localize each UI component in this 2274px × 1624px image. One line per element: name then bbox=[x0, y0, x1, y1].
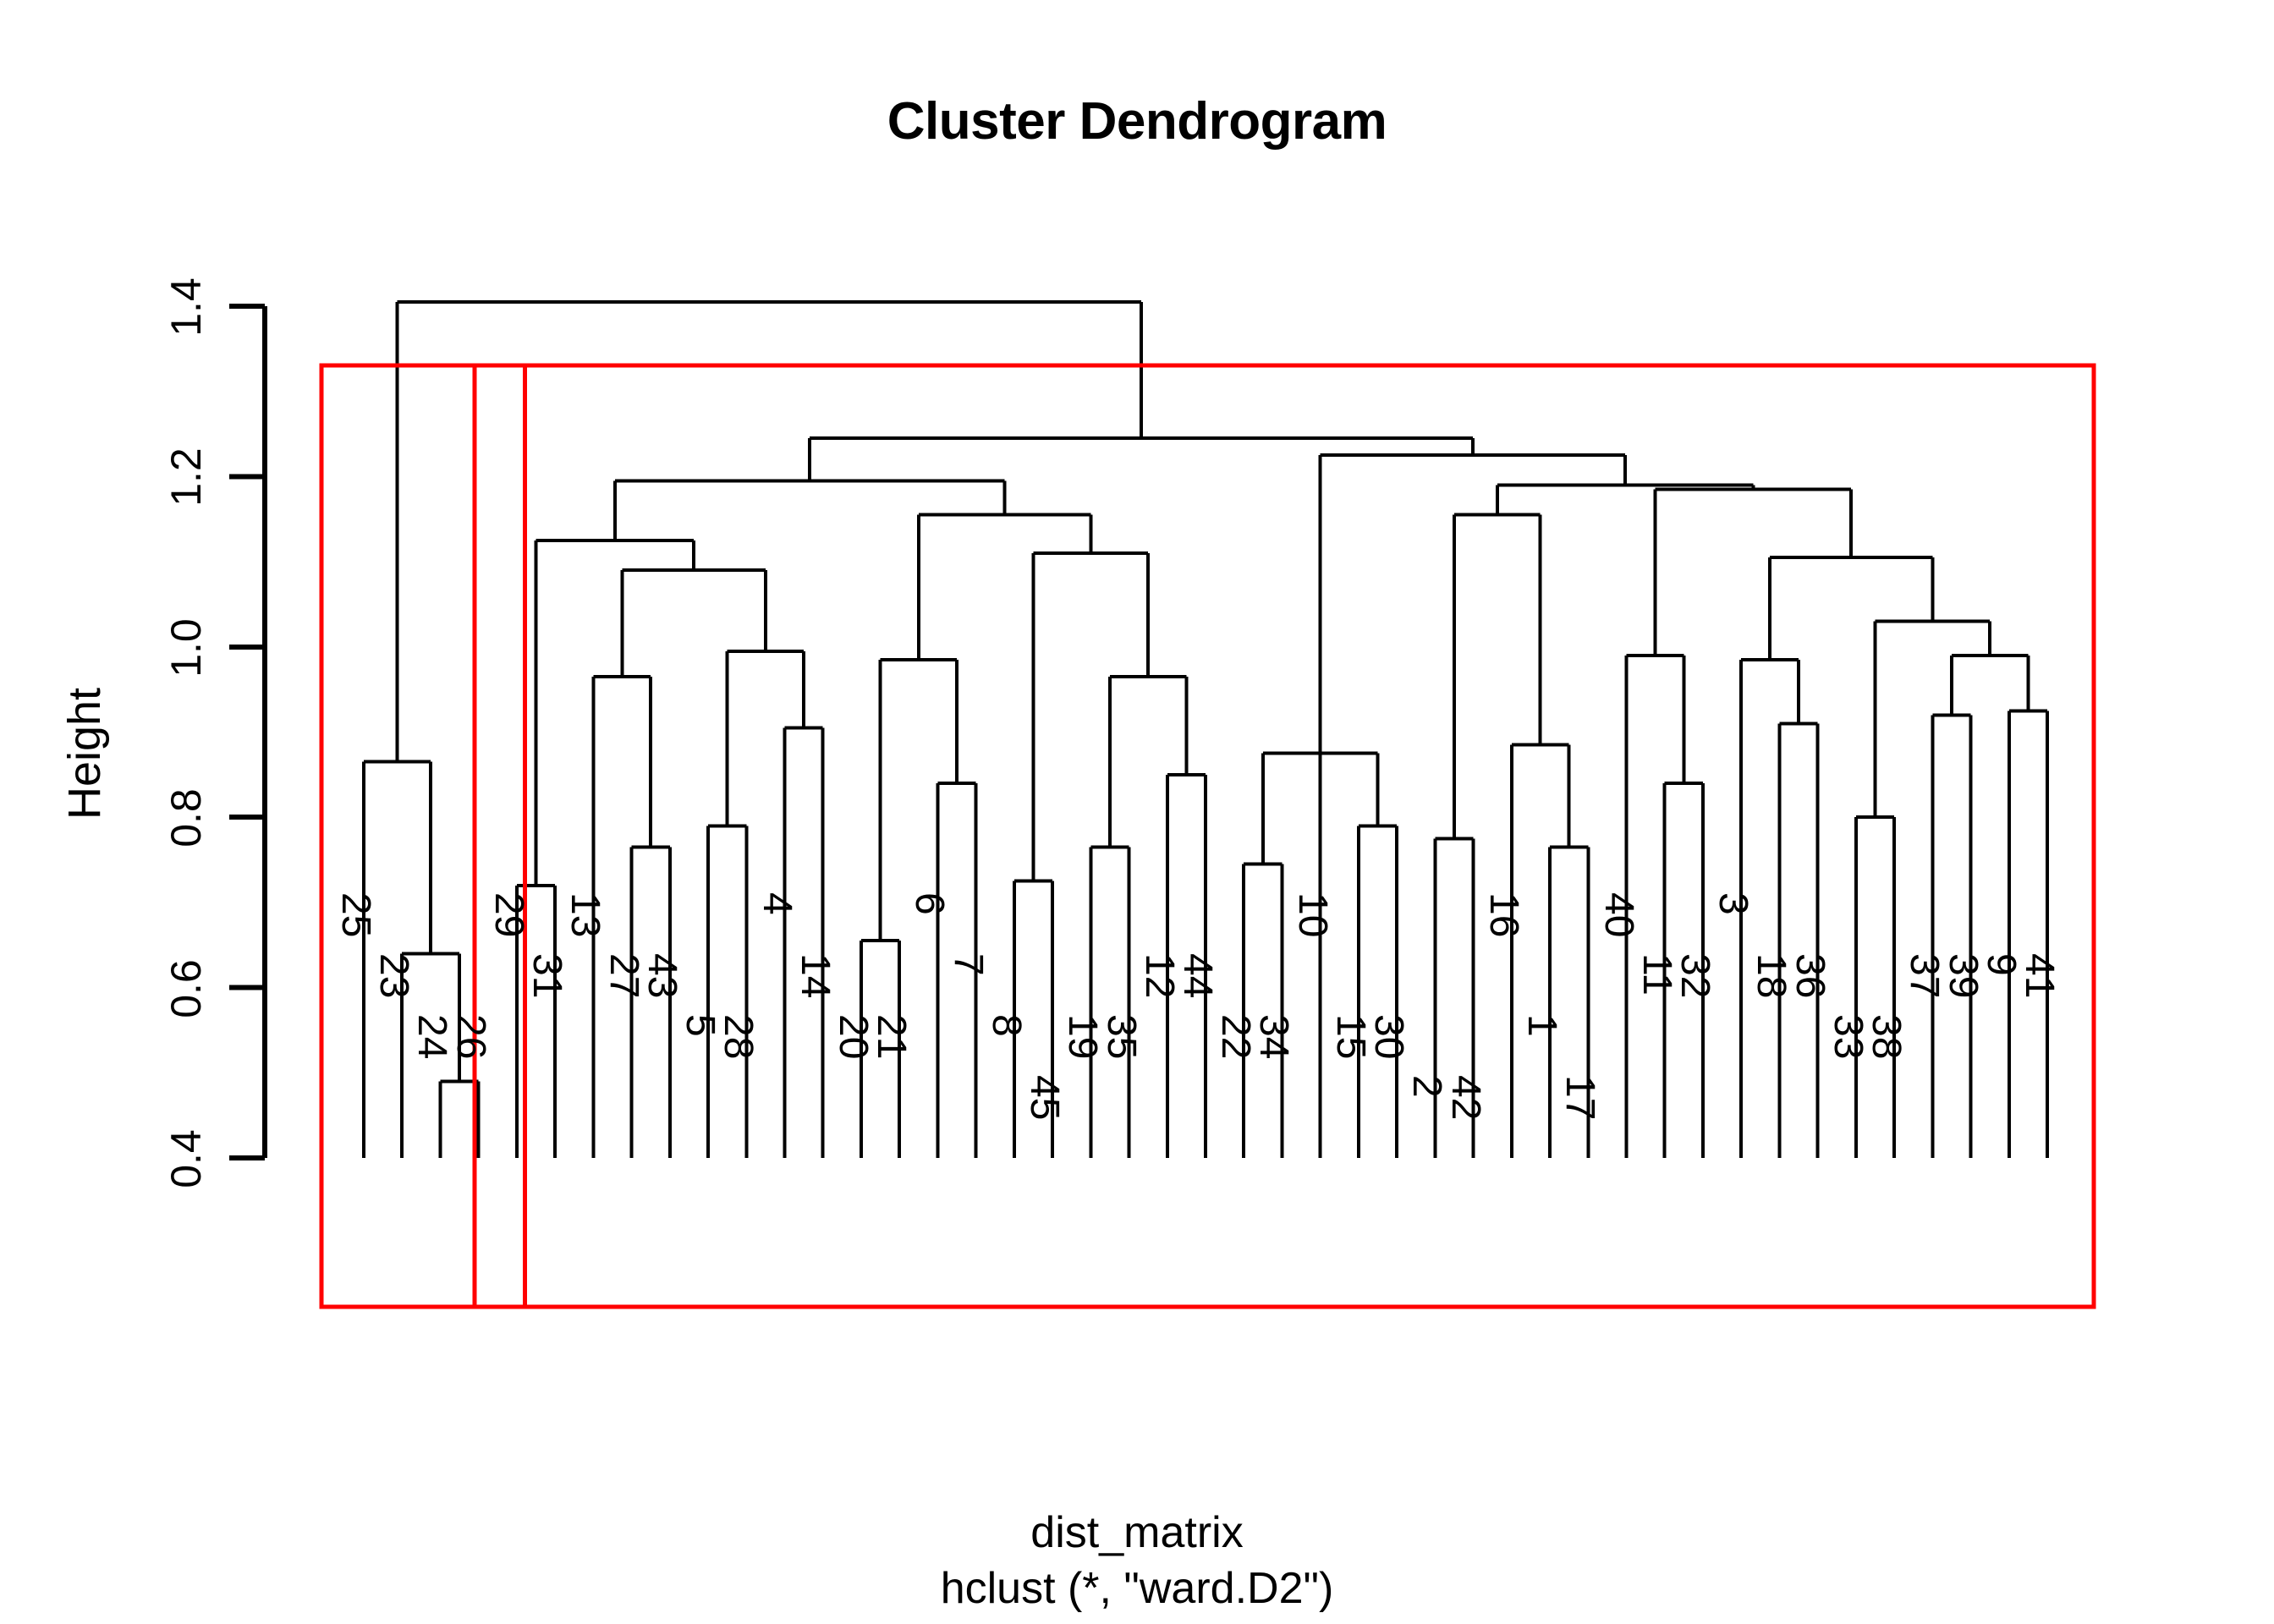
leaf-label: 38 bbox=[1864, 1014, 1909, 1060]
y-tick-label: 0.6 bbox=[162, 958, 210, 1018]
leaf-label: 10 bbox=[1289, 892, 1335, 938]
page-title: Cluster Dendrogram bbox=[887, 92, 1387, 151]
leaf-label: 28 bbox=[716, 1014, 761, 1060]
leaf-label: 34 bbox=[1251, 1014, 1297, 1060]
leaf-label: 29 bbox=[486, 892, 531, 938]
leaf-label: 14 bbox=[792, 953, 838, 999]
leaf-label: 42 bbox=[1442, 1075, 1488, 1121]
leaf-label: 1 bbox=[1519, 1014, 1565, 1037]
cluster-rectangles bbox=[319, 363, 2096, 1309]
y-tick-label: 0.4 bbox=[162, 1129, 210, 1188]
leaf-label: 41 bbox=[2017, 953, 2062, 999]
leaf-label: 30 bbox=[1366, 1014, 1412, 1060]
leaf-label: 43 bbox=[639, 953, 684, 999]
y-tick-label: 1.2 bbox=[162, 447, 210, 508]
leaf-label: 25 bbox=[333, 892, 378, 938]
leaf-label: 16 bbox=[1480, 892, 1526, 938]
y-axis bbox=[229, 304, 267, 1160]
y-tick-label: 1.4 bbox=[162, 277, 210, 337]
leaf-label: 44 bbox=[1175, 953, 1220, 999]
leaf-label: 31 bbox=[525, 953, 570, 999]
leaf-label: 36 bbox=[1787, 953, 1832, 999]
leaf-label: 4 bbox=[754, 892, 799, 915]
x-axis-label-line1: dist_matrix bbox=[1030, 1508, 1244, 1557]
leaf-label: 17 bbox=[1557, 1075, 1603, 1121]
dendrogram-branches bbox=[362, 299, 2049, 1158]
y-tick-label: 1.0 bbox=[162, 618, 210, 678]
leaf-label: 6 bbox=[907, 892, 953, 915]
cluster-rectangle bbox=[319, 363, 528, 1309]
leaf-label: 35 bbox=[1098, 1014, 1144, 1060]
leaf-label: 23 bbox=[371, 953, 417, 999]
leaf-label: 8 bbox=[983, 1014, 1029, 1037]
leaf-label: 3 bbox=[1711, 892, 1756, 915]
cluster-rectangle bbox=[472, 363, 2096, 1309]
leaf-label: 45 bbox=[1022, 1075, 1068, 1121]
leaf-label: 32 bbox=[1672, 953, 1717, 999]
leaf-label: 26 bbox=[448, 1014, 493, 1060]
leaf-label: 21 bbox=[869, 1014, 915, 1060]
x-axis-label-line2: hclust (*, "ward.D2") bbox=[940, 1564, 1334, 1613]
leaf-label: 40 bbox=[1596, 892, 1641, 938]
y-tick-label: 0.8 bbox=[162, 788, 210, 848]
leaf-label: 13 bbox=[563, 892, 608, 938]
leaf-label: 7 bbox=[945, 953, 991, 976]
